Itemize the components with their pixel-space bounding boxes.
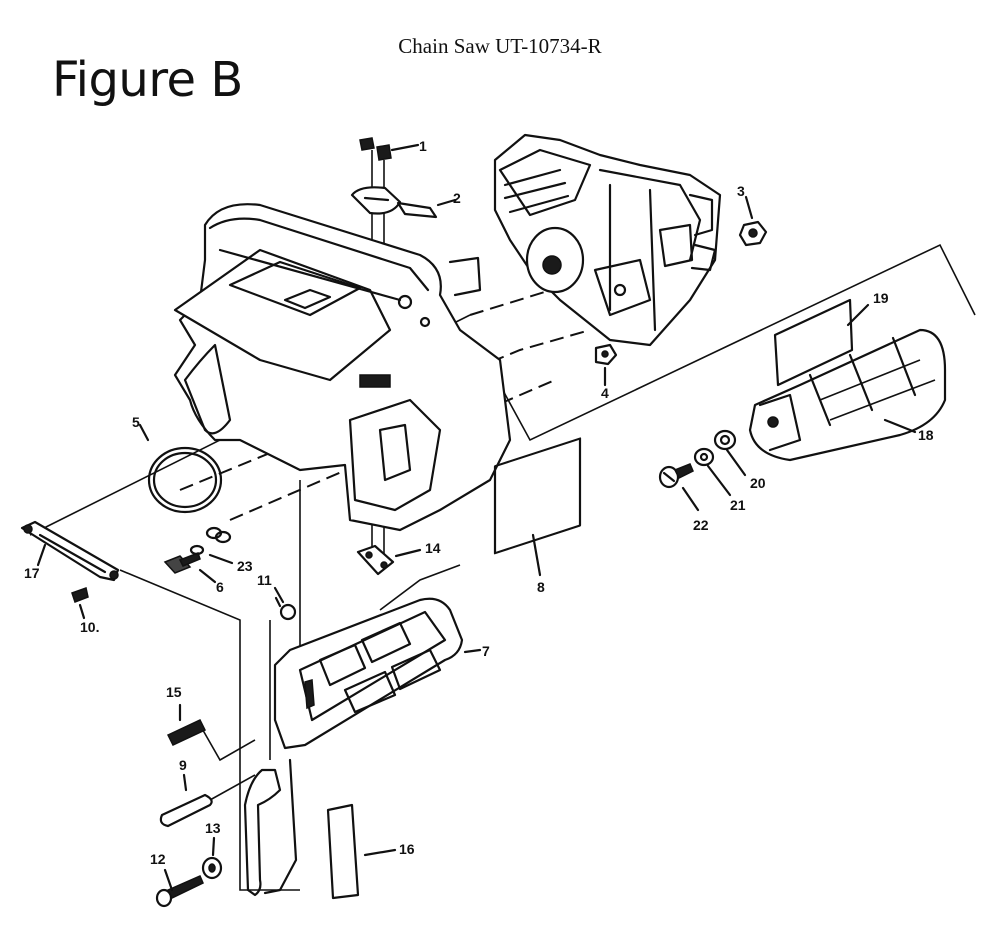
brake-lever-arm	[243, 758, 298, 897]
screw-part-22	[658, 463, 694, 489]
pin-part-10	[71, 587, 89, 603]
callout-4: 4	[601, 385, 609, 401]
callout-numbers: 1 2 3 4 5 6 7 8 9 10. 11 12 13 14 15 16 …	[24, 138, 934, 867]
callout-18: 18	[918, 427, 934, 443]
rear-handle-housing	[173, 203, 512, 532]
callout-21: 21	[730, 497, 746, 513]
lever-part-17	[20, 520, 120, 582]
callout-14: 14	[425, 540, 441, 556]
callout-leaders	[36, 143, 917, 892]
document-title: Chain Saw UT-10734-R	[398, 34, 602, 58]
screw-part-6	[163, 544, 205, 574]
callout-20: 20	[750, 475, 766, 491]
callout-10: 10.	[80, 619, 99, 635]
assembly-leader-lines	[29, 150, 976, 891]
screws-part-1	[359, 137, 392, 161]
label-part-19	[773, 298, 854, 387]
pin-part-15	[166, 719, 207, 746]
callout-23: 23	[237, 558, 253, 574]
label-part-8	[493, 437, 582, 555]
nut-part-4	[594, 343, 618, 366]
callout-11: 11	[257, 572, 272, 588]
callout-17: 17	[24, 565, 40, 581]
plate-part-14	[356, 544, 395, 576]
engine-block	[493, 133, 722, 347]
spring-part-5	[147, 446, 232, 544]
pin-part-9	[159, 793, 213, 828]
screw-part-12	[155, 875, 204, 908]
guard-plate-part-7	[273, 597, 464, 750]
callout-3: 3	[737, 183, 745, 199]
callout-12: 12	[150, 851, 166, 867]
callout-15: 15	[166, 684, 182, 700]
clip-part-11	[274, 596, 297, 621]
callout-8: 8	[537, 579, 545, 595]
callout-7: 7	[482, 643, 490, 659]
callout-19: 19	[873, 290, 889, 306]
muffler-shield-part-18	[748, 328, 947, 462]
bracket-part-2	[350, 186, 438, 219]
washer-part-21	[693, 447, 715, 467]
nut-part-3	[738, 220, 768, 247]
callout-16: 16	[399, 841, 415, 857]
callout-13: 13	[205, 820, 221, 836]
washer-part-20	[713, 429, 737, 451]
callout-9: 9	[179, 757, 187, 773]
figure-label: Figure B	[52, 52, 243, 108]
washer-part-13	[201, 856, 223, 880]
block-part-16	[326, 803, 360, 900]
callout-6: 6	[216, 579, 224, 595]
callout-2: 2	[453, 190, 461, 206]
callout-1: 1	[419, 138, 427, 154]
callout-22: 22	[693, 517, 709, 533]
callout-5: 5	[132, 414, 140, 430]
